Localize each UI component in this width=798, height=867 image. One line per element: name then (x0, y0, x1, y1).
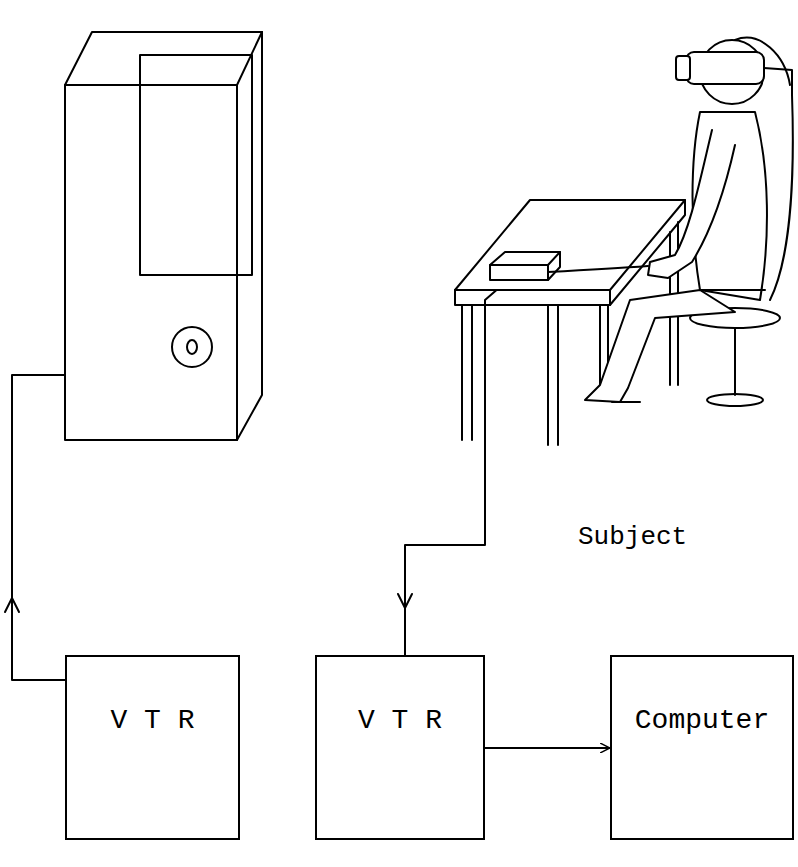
wire-arrowhead (5, 598, 19, 612)
response-box (490, 252, 648, 280)
device-name: Computer (635, 705, 769, 736)
device-box: Computer (610, 655, 794, 840)
device-box: V T R (65, 655, 240, 840)
device-name: V T R (110, 705, 194, 736)
signal-wire (405, 268, 522, 655)
wire-arrowhead (398, 594, 412, 608)
signal-arrow (485, 747, 610, 749)
video-wire (12, 375, 65, 680)
device-box: V T R (315, 655, 485, 840)
device-name: V T R (358, 705, 442, 736)
subject-label: Subject (575, 522, 690, 552)
subject-figure (585, 38, 793, 402)
monitor (65, 32, 262, 440)
stool (690, 308, 780, 406)
